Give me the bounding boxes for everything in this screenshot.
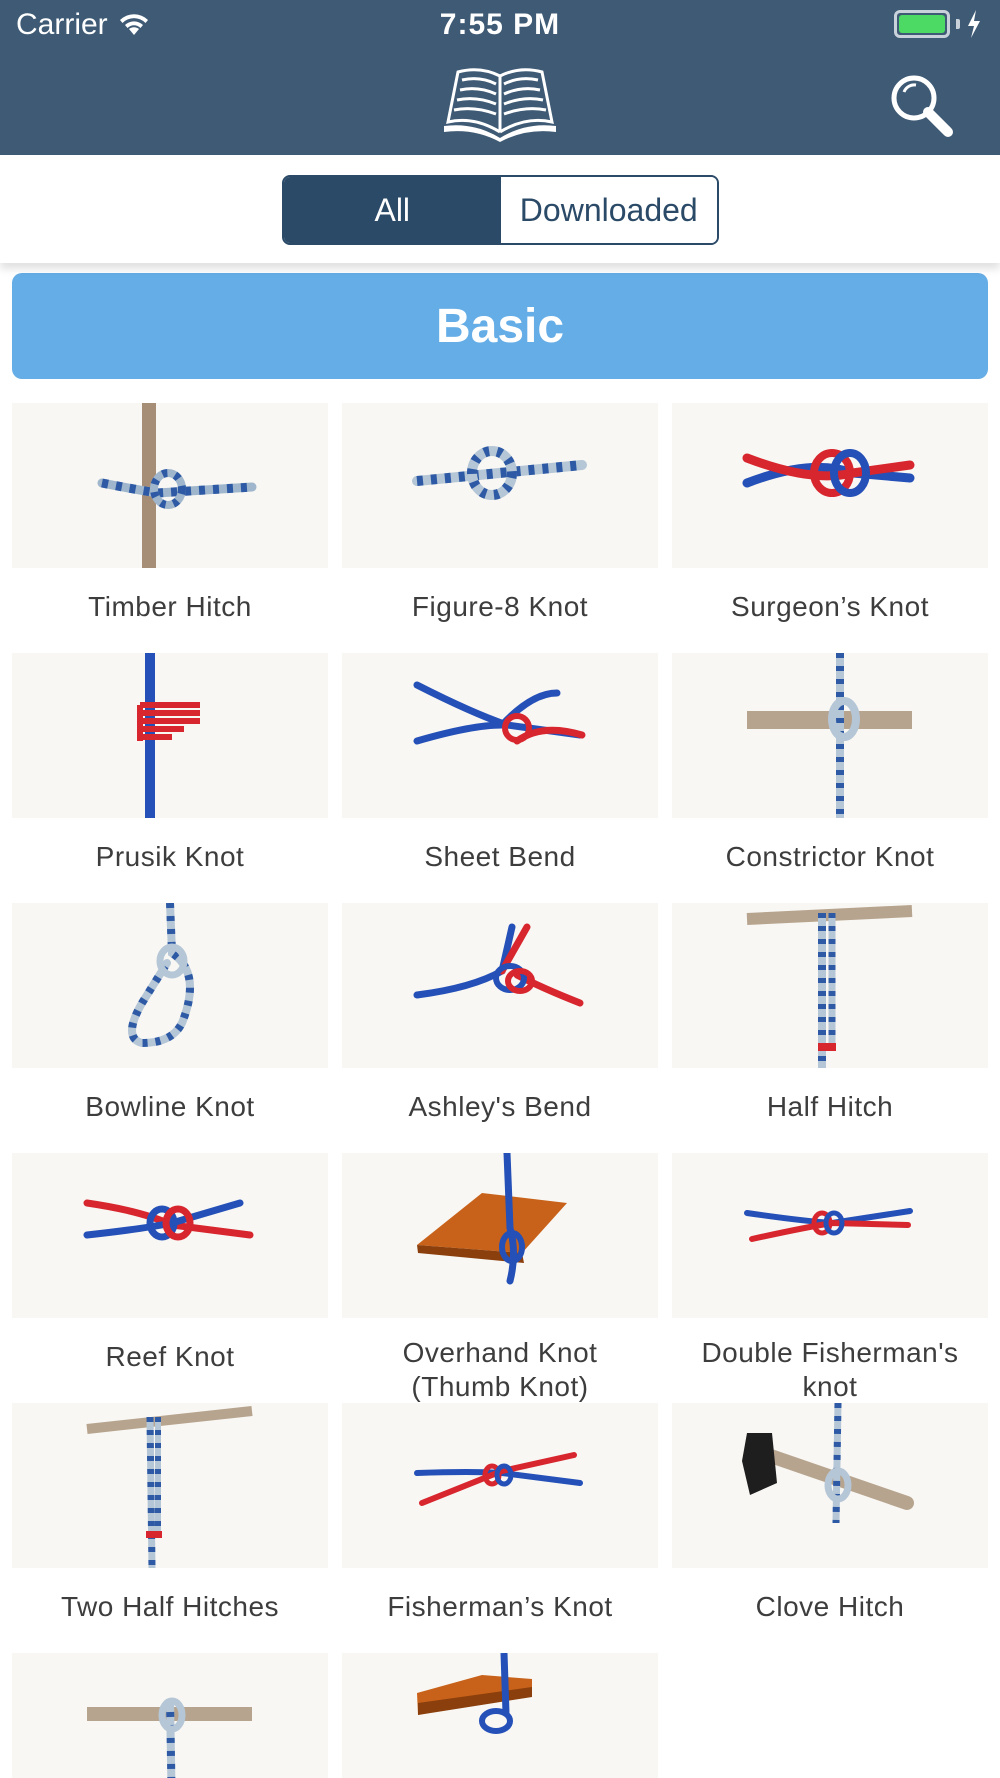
- open-book-icon: [444, 68, 556, 142]
- navigation-bar: Carrier 7:55 PM: [0, 0, 1000, 155]
- two-half-hitches-icon: [86, 1406, 253, 1568]
- knot-thumbnail: [12, 1403, 328, 1568]
- clock: 7:55 PM: [439, 8, 561, 41]
- knot-card-overhand[interactable]: Overhand Knot(Thumb Knot): [342, 1153, 658, 1404]
- knot-thumbnail: [342, 903, 658, 1068]
- battery-icon: [894, 10, 950, 38]
- knot-thumbnail: [672, 1403, 988, 1568]
- knot-name: Timber Hitch: [88, 591, 252, 622]
- knot-name: Constrictor Knot: [725, 841, 935, 872]
- status-bar: Carrier 7:55 PM: [0, 0, 1000, 50]
- knot-name: Two Half Hitches: [60, 1591, 280, 1622]
- knot-thumbnail: [342, 1653, 658, 1778]
- knot-card-reef[interactable]: Reef Knot: [12, 1153, 328, 1374]
- knot-card-partial-1[interactable]: [12, 1653, 328, 1778]
- timber-hitch-icon: [97, 403, 257, 568]
- knot-card-ashleys-bend[interactable]: Ashley's Bend: [342, 903, 658, 1124]
- knot-card-clove-hitch[interactable]: Clove Hitch: [672, 1403, 988, 1624]
- battery-indicator: [894, 10, 982, 38]
- carrier-label: Carrier: [16, 8, 108, 41]
- knot-thumbnail: [342, 653, 658, 818]
- section-header-basic: Basic: [12, 273, 988, 379]
- search-icon[interactable]: [886, 70, 956, 140]
- knot-card-half-hitch[interactable]: Half Hitch: [672, 903, 988, 1124]
- bowline-knot-icon: [128, 903, 194, 1048]
- knot-thumbnail: [12, 903, 328, 1068]
- knot-thumbnail: [342, 1403, 658, 1568]
- overhand-knot-icon: [417, 1153, 567, 1285]
- knot-card-bowline[interactable]: Bowline Knot: [12, 903, 328, 1124]
- filter-bar: All Downloaded: [0, 155, 1000, 263]
- knot-thumbnail: [672, 403, 988, 568]
- segmented-control: All Downloaded: [282, 175, 719, 245]
- knot-thumbnail: [12, 1153, 328, 1318]
- knot-name: Ashley's Bend: [408, 1091, 592, 1122]
- prusik-knot-icon: [137, 653, 200, 818]
- knot-name: Reef Knot: [105, 1341, 235, 1372]
- sheet-bend-icon: [413, 681, 586, 745]
- knot-name: Half Hitch: [766, 1091, 894, 1122]
- knot-on-bar-icon: [87, 1697, 252, 1778]
- knot-name: Prusik Knot: [95, 841, 245, 872]
- knot-card-prusik[interactable]: Prusik Knot: [12, 653, 328, 874]
- figure-8-knot-icon: [412, 446, 587, 500]
- reef-knot-icon: [83, 1199, 254, 1241]
- knot-name: Figure-8 Knot: [411, 591, 589, 622]
- knot-card-figure-8[interactable]: Figure-8 Knot: [342, 403, 658, 624]
- fishermans-knot-icon: [414, 1452, 583, 1506]
- knot-name: Sheet Bend: [424, 841, 576, 872]
- knot-card-fishermans[interactable]: Fisherman’s Knot: [342, 1403, 658, 1624]
- knot-card-sheet-bend[interactable]: Sheet Bend: [342, 653, 658, 874]
- knot-thumbnail: [672, 653, 988, 818]
- knot-card-two-half-hitches[interactable]: Two Half Hitches: [12, 1403, 328, 1624]
- segment-all[interactable]: All: [284, 177, 501, 243]
- ashleys-bend-icon: [413, 923, 584, 1007]
- knot-card-constrictor[interactable]: Constrictor Knot: [672, 653, 988, 874]
- knot-card-timber-hitch[interactable]: Timber Hitch: [12, 403, 328, 624]
- knot-card-surgeons[interactable]: Surgeon’s Knot: [672, 403, 988, 624]
- wifi-icon: [119, 14, 148, 35]
- knot-on-board-icon: [417, 1653, 532, 1734]
- constrictor-knot-icon: [747, 653, 912, 818]
- half-hitch-icon: [746, 905, 913, 1068]
- knot-thumbnail: [12, 653, 328, 818]
- knot-name: Bowline Knot: [85, 1091, 255, 1122]
- knot-card-partial-2[interactable]: [342, 1653, 658, 1778]
- charging-bolt-icon: [968, 10, 980, 38]
- knot-thumbnail: [342, 403, 658, 568]
- knot-thumbnail: [12, 403, 328, 568]
- knot-name: Fisherman’s Knot: [387, 1591, 613, 1622]
- knot-name: Overhand Knot(Thumb Knot): [402, 1337, 598, 1402]
- clove-hitch-icon: [742, 1403, 914, 1524]
- knot-thumbnail: [342, 1153, 658, 1318]
- knot-name: Clove Hitch: [755, 1591, 905, 1622]
- segment-downloaded[interactable]: Downloaded: [500, 177, 717, 243]
- double-fishermans-knot-icon: [744, 1208, 913, 1242]
- surgeons-knot-icon: [742, 449, 915, 497]
- knot-thumbnail: [12, 1653, 328, 1778]
- carrier-info: Carrier: [16, 8, 150, 42]
- knot-thumbnail: [672, 903, 988, 1068]
- knot-name: Surgeon’s Knot: [731, 591, 929, 622]
- knot-thumbnail: [672, 1153, 988, 1318]
